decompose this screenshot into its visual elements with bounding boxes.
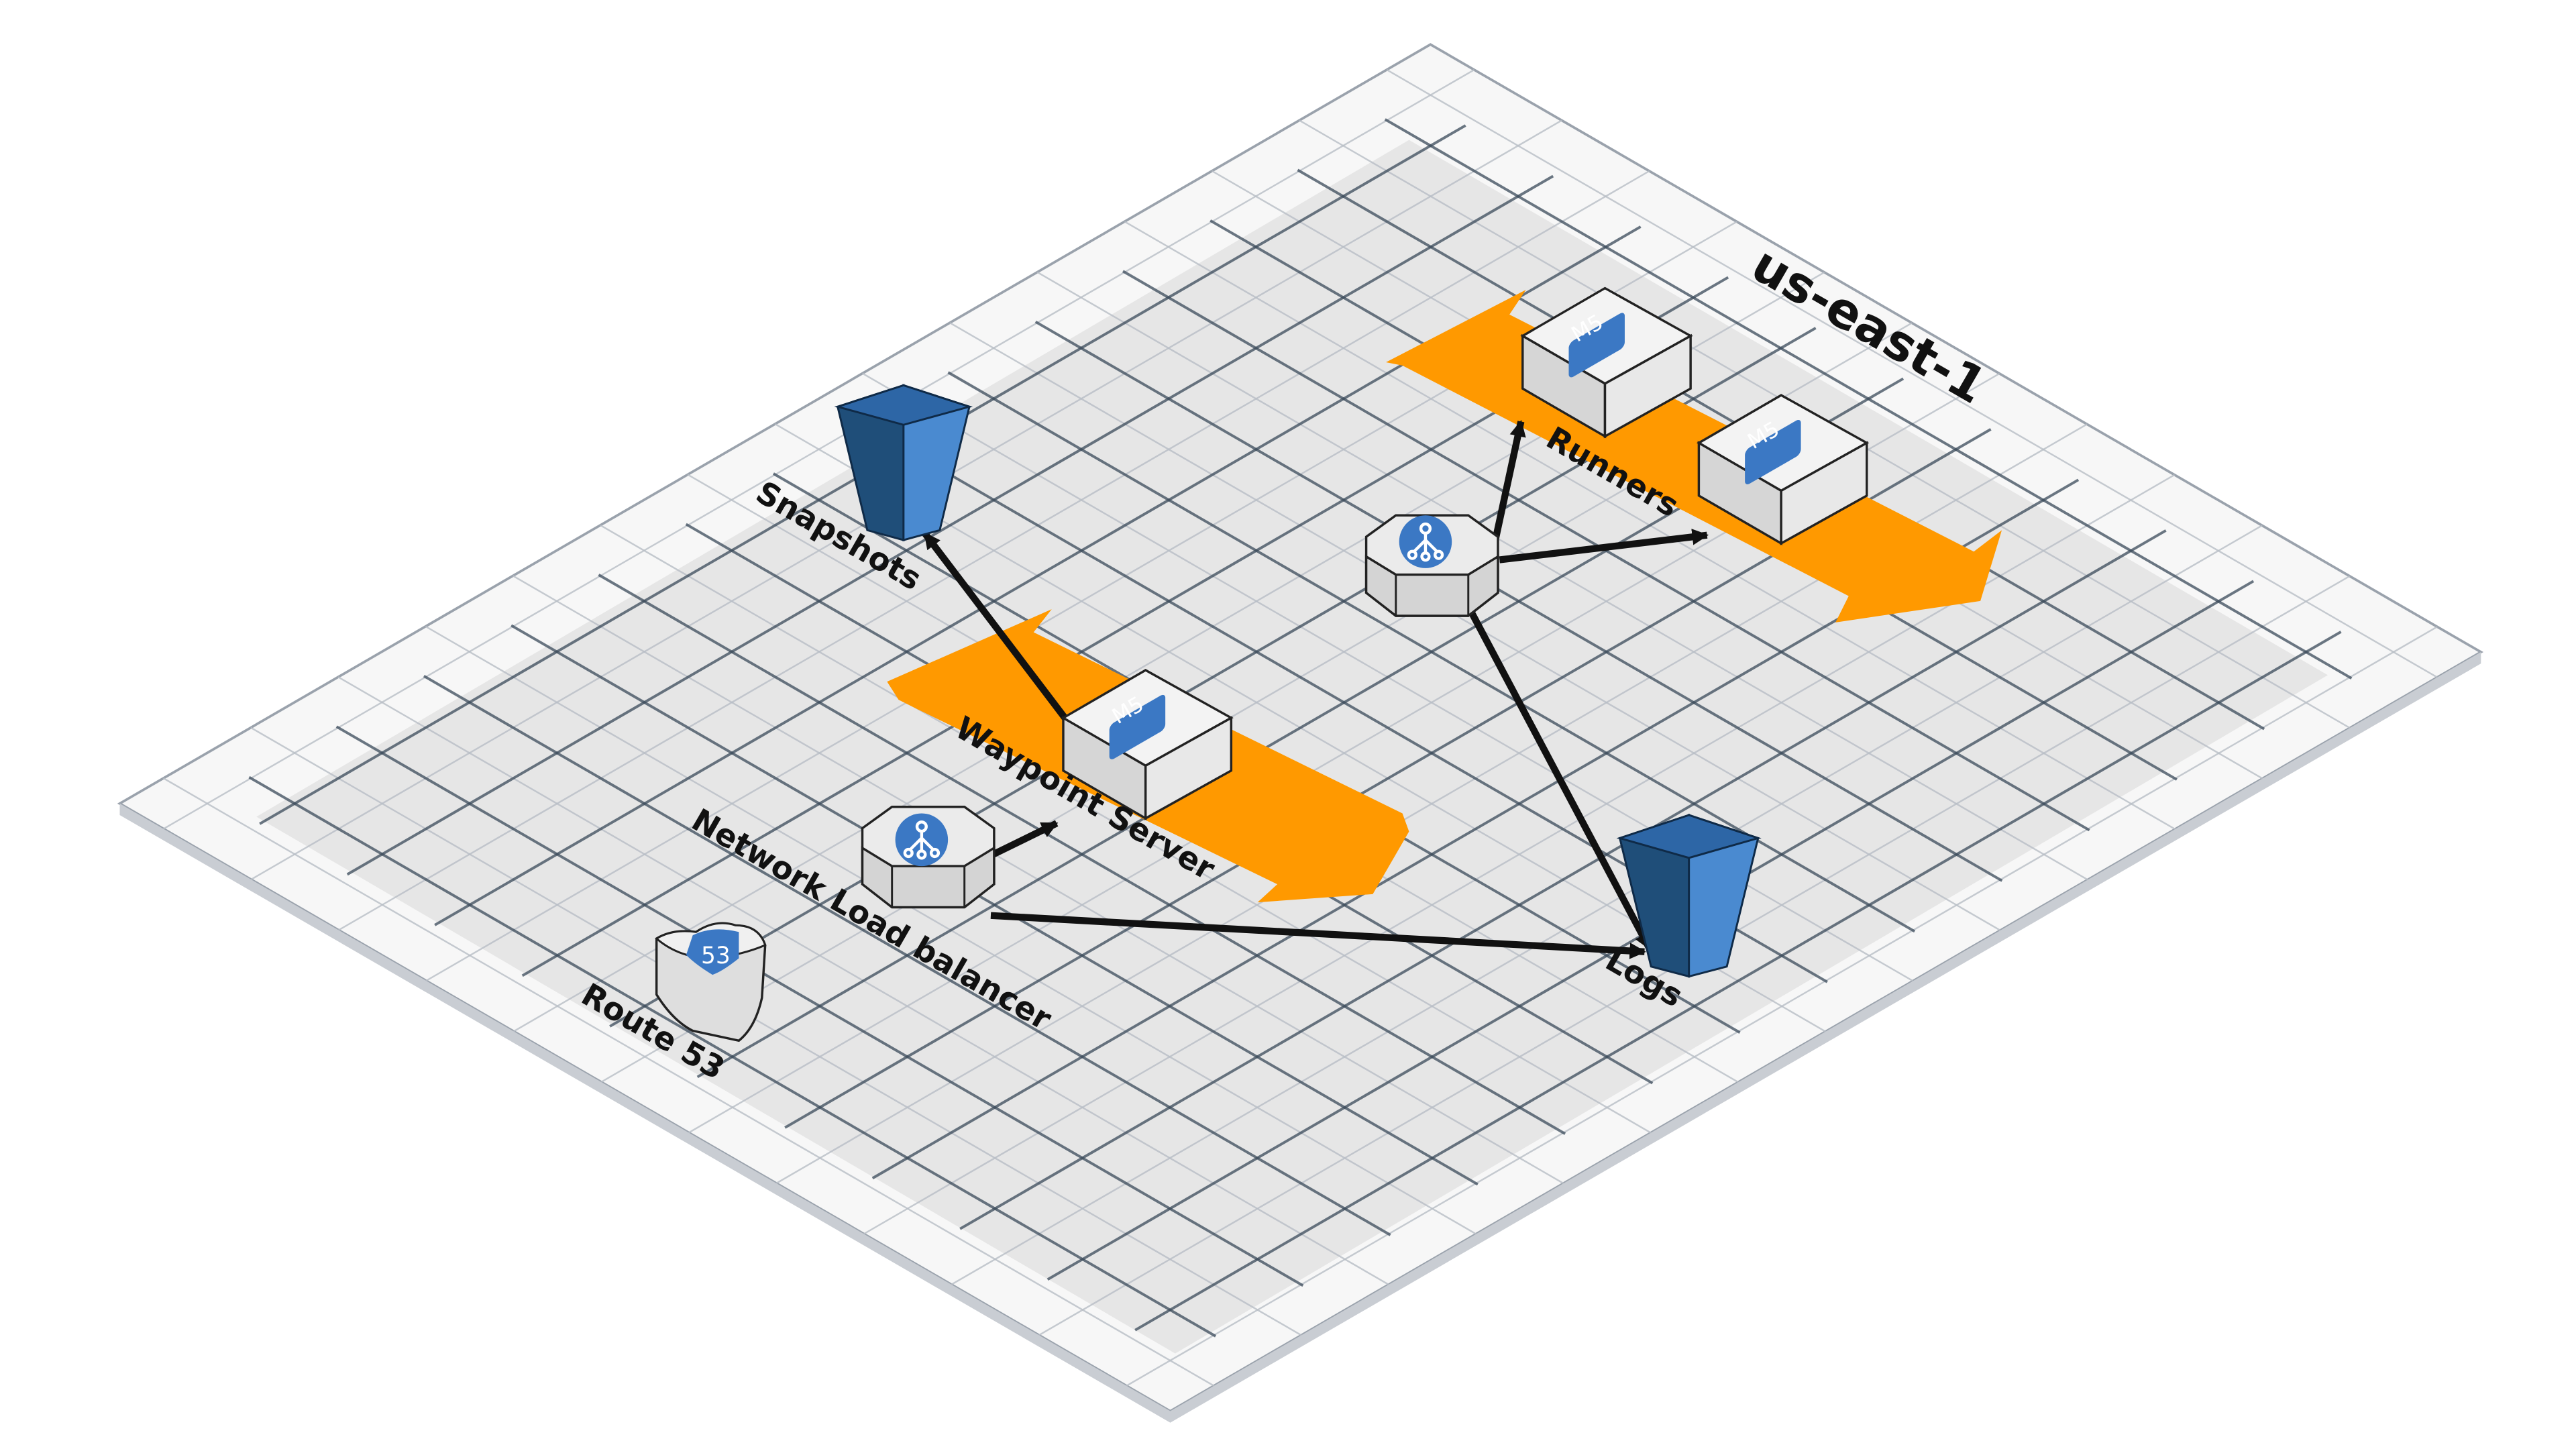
runners-load-balancer[interactable] xyxy=(1364,514,1499,617)
route53-service[interactable]: 53 xyxy=(655,922,767,1042)
snapshots-bucket[interactable] xyxy=(834,384,973,542)
grid-line xyxy=(163,68,1475,830)
edge-nlb-to-logs xyxy=(990,912,1646,959)
grid-line xyxy=(1134,631,2342,1332)
s3-bucket-icon xyxy=(834,384,973,542)
grid-line xyxy=(959,529,2167,1230)
grid-line xyxy=(1126,626,2438,1387)
load-balancer-icon xyxy=(1364,514,1499,617)
runner-instance-2[interactable]: M5 xyxy=(1696,394,1870,545)
isometric-board xyxy=(117,43,2483,1423)
board-right-side xyxy=(1170,652,2481,1423)
waypoint-server-instance[interactable]: M5 xyxy=(1061,669,1234,820)
grid-line xyxy=(951,525,2263,1285)
grid-line xyxy=(346,174,1554,876)
s3-bucket-icon xyxy=(1616,813,1762,978)
grid-line xyxy=(1386,68,2438,678)
board-left-side xyxy=(119,803,1171,1423)
ec2-instance-icon: M5 xyxy=(1696,394,1870,545)
badge-route53: 53 xyxy=(701,943,731,969)
ec2-instance-icon: M5 xyxy=(1520,286,1693,439)
network-load-balancer[interactable] xyxy=(861,806,996,909)
runner-instance-1[interactable]: M5 xyxy=(1520,286,1693,439)
edge-lb-to-runner-1 xyxy=(1491,419,1526,545)
edge-lb-to-runner-2 xyxy=(1499,529,1709,564)
logs-bucket[interactable] xyxy=(1616,813,1762,978)
grid-line xyxy=(163,777,1215,1387)
edge-lb-to-logs xyxy=(1468,610,1653,951)
grid-line xyxy=(338,170,1650,931)
route53-icon: 53 xyxy=(655,922,767,1042)
load-balancer-icon xyxy=(861,806,996,909)
edge-server-to-snapshots xyxy=(922,531,1068,720)
ec2-instance-icon: M5 xyxy=(1061,669,1234,820)
